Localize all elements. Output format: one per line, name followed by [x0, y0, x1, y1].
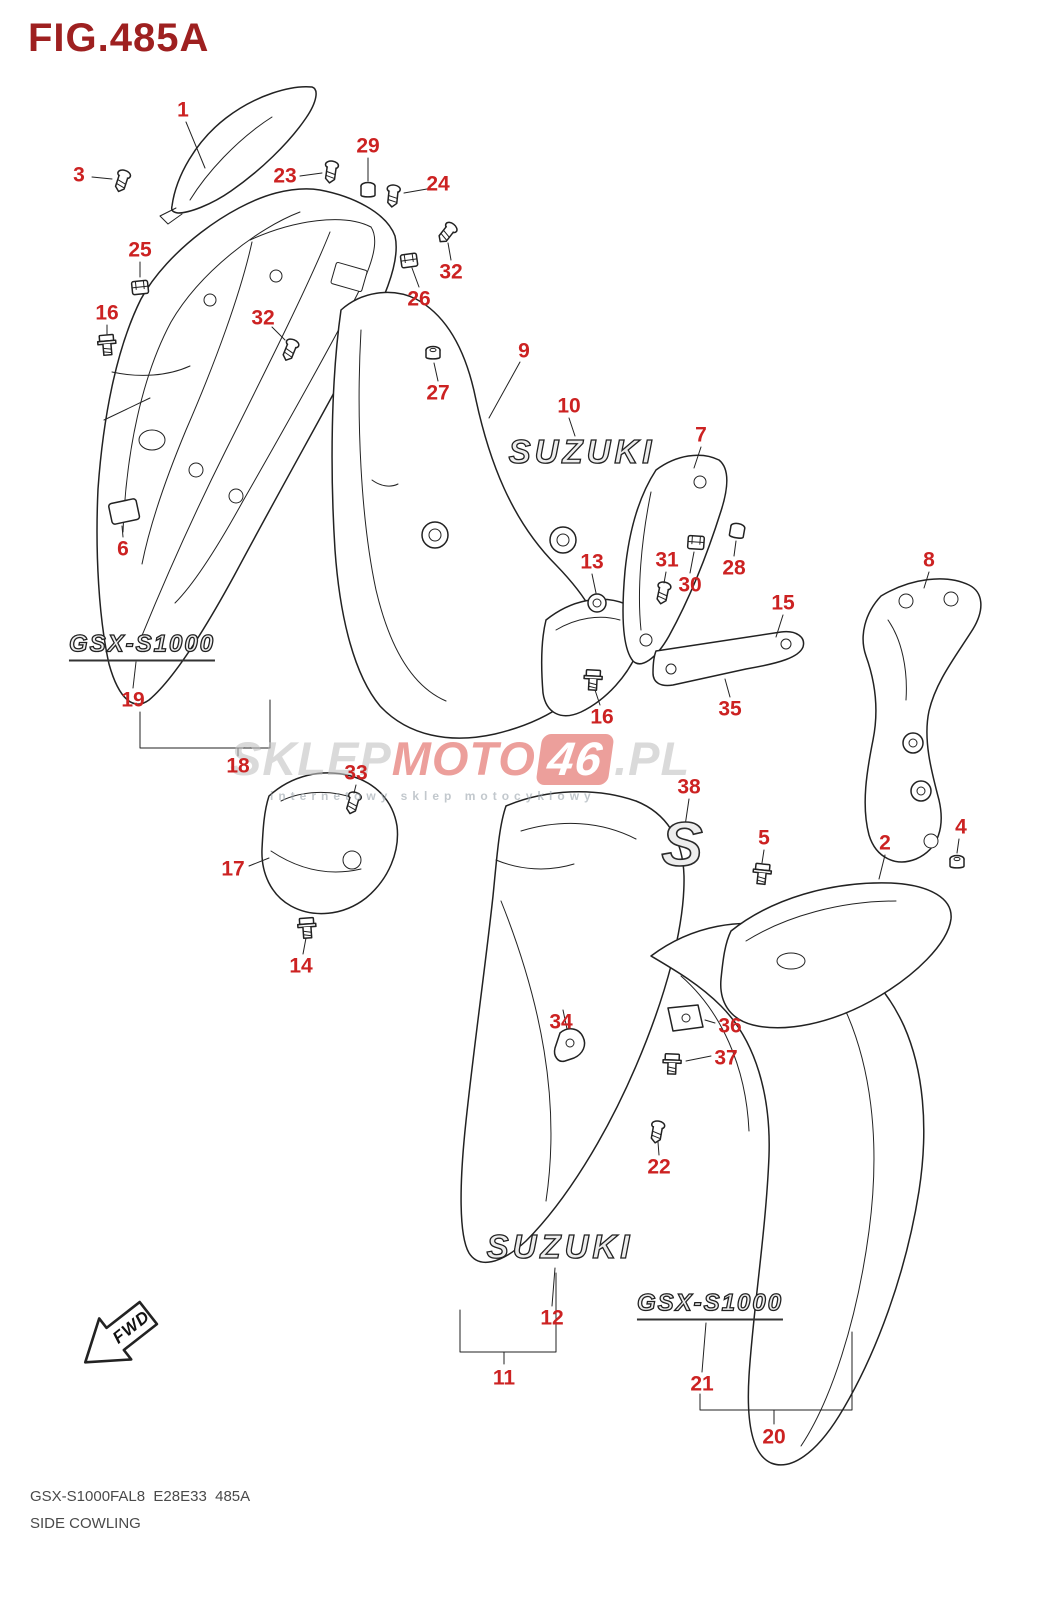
stay-15 — [652, 630, 805, 687]
screw-icon — [322, 159, 340, 185]
leader-lines — [91, 121, 960, 1425]
fwd-arrow: FWD — [83, 1300, 159, 1364]
bracket-7 — [622, 454, 728, 665]
nut-icon — [425, 345, 441, 360]
grommet-icon — [587, 593, 607, 613]
footer: GSX-S1000FAL8 E28E33 485A SIDE COWLING — [30, 1488, 250, 1532]
diagram-name: SIDE COWLING — [30, 1515, 141, 1532]
panel-17 — [261, 772, 399, 915]
screw-icon — [111, 167, 133, 195]
document-code: GSX-S1000FAL8 E28E33 485A — [30, 1488, 251, 1505]
bolt-icon — [661, 1052, 683, 1076]
bolt-icon — [751, 862, 773, 886]
pad-6 — [108, 498, 141, 525]
clip-icon — [686, 534, 706, 551]
figure-title: FIG.485A — [28, 16, 210, 60]
small-parts — [108, 498, 704, 1063]
bracket-36 — [667, 1004, 704, 1032]
hook-34 — [553, 1028, 586, 1063]
upper-cowling-group — [96, 86, 397, 705]
screw-icon — [434, 219, 460, 247]
small-bracket-panel-group — [541, 598, 643, 717]
clip-icon — [130, 279, 150, 296]
nut-icon — [949, 854, 965, 869]
bracket-8 — [862, 578, 982, 863]
clip-icon — [399, 252, 419, 269]
plug-icon — [728, 521, 747, 540]
lower-left-panel — [460, 791, 685, 1263]
bolt-icon — [296, 916, 318, 940]
screw-icon — [647, 1119, 667, 1145]
rear-panel-2 — [720, 882, 952, 1029]
screw-icon — [384, 183, 402, 209]
bolt-icon — [96, 333, 118, 357]
plug-icon — [360, 181, 376, 198]
